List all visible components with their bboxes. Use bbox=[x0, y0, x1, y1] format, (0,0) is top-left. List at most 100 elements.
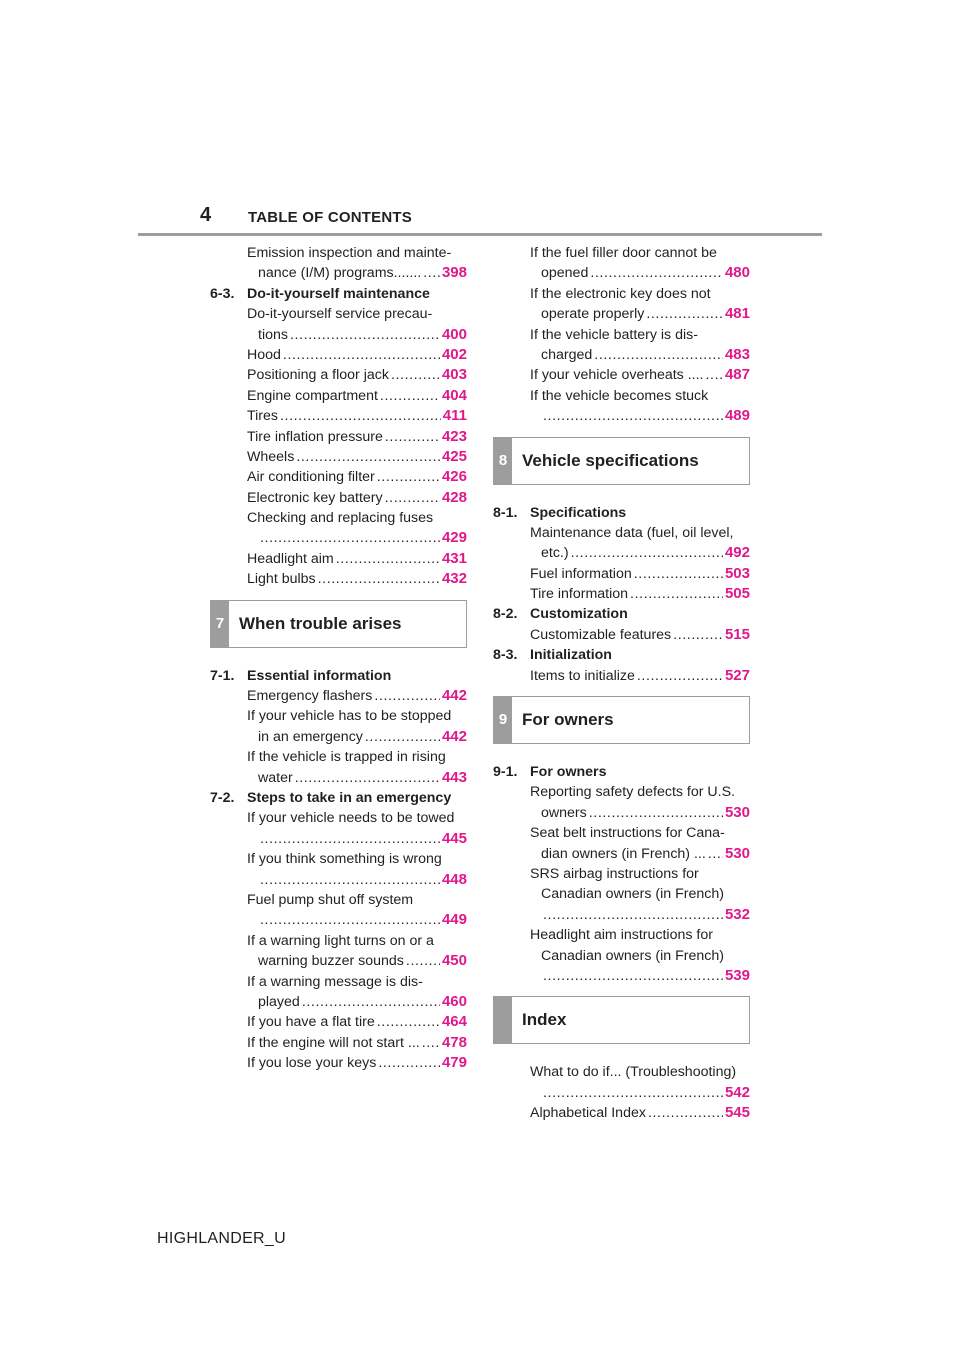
toc-entry[interactable]: Light bulbs432 bbox=[210, 569, 467, 589]
toc-entry-row[interactable]: Alphabetical Index545 bbox=[530, 1103, 750, 1123]
toc-entry[interactable]: Maintenance data (fuel, oil level,etc.)4… bbox=[493, 523, 750, 564]
toc-entry-row[interactable]: 449 bbox=[258, 910, 467, 930]
toc-entry-row[interactable]: Fuel information503 bbox=[530, 564, 750, 584]
toc-entry-row[interactable]: water443 bbox=[258, 768, 467, 788]
toc-entry-row[interactable]: Engine compartment404 bbox=[247, 386, 467, 406]
toc-entry[interactable]: Emergency flashers442 bbox=[210, 686, 467, 706]
toc-entry-row[interactable]: Electronic key battery428 bbox=[247, 488, 467, 508]
toc-entry[interactable]: If the engine will not start ...478 bbox=[210, 1033, 467, 1053]
page-link[interactable]: 428 bbox=[441, 488, 467, 506]
toc-entry[interactable]: What to do if... (Troubleshooting)542 bbox=[493, 1062, 750, 1103]
toc-entry-row[interactable]: 445 bbox=[258, 829, 467, 849]
page-link[interactable]: 402 bbox=[441, 345, 467, 363]
toc-entry-row[interactable]: If you have a flat tire464 bbox=[247, 1012, 467, 1032]
toc-entry-row[interactable]: Customizable features515 bbox=[530, 625, 750, 645]
toc-entry-row[interactable]: 448 bbox=[258, 870, 467, 890]
toc-entry-row[interactable]: nance (I/M) programs.......398 bbox=[258, 263, 467, 283]
page-link[interactable]: 429 bbox=[441, 529, 467, 547]
toc-entry-row[interactable]: Air conditioning filter426 bbox=[247, 467, 467, 487]
toc-entry[interactable]: Positioning a floor jack403 bbox=[210, 365, 467, 385]
toc-entry[interactable]: Wheels425 bbox=[210, 447, 467, 467]
toc-entry-row[interactable]: Tire information505 bbox=[530, 584, 750, 604]
toc-entry-row[interactable]: 429 bbox=[258, 528, 467, 548]
toc-entry-row[interactable]: Tire inflation pressure423 bbox=[247, 427, 467, 447]
page-link[interactable]: 448 bbox=[441, 870, 467, 888]
toc-entry-row[interactable]: 542 bbox=[541, 1083, 750, 1103]
page-link[interactable]: 404 bbox=[441, 386, 467, 404]
toc-entry-row[interactable]: tions400 bbox=[258, 325, 467, 345]
toc-entry[interactable]: If you think something is wrong448 bbox=[210, 849, 467, 890]
toc-entry-row[interactable]: dian owners (in French) ...530 bbox=[541, 844, 750, 864]
page-link[interactable]: 400 bbox=[441, 325, 467, 343]
toc-entry[interactable]: If you have a flat tire464 bbox=[210, 1012, 467, 1032]
toc-entry-row[interactable]: Hood402 bbox=[247, 345, 467, 365]
page-link[interactable]: 443 bbox=[441, 768, 467, 786]
page-link[interactable]: 530 bbox=[724, 844, 750, 862]
toc-entry-row[interactable]: If you lose your keys479 bbox=[247, 1053, 467, 1073]
toc-entry-row[interactable]: Emergency flashers442 bbox=[247, 686, 467, 706]
toc-entry[interactable]: Engine compartment404 bbox=[210, 386, 467, 406]
toc-entry[interactable]: Hood402 bbox=[210, 345, 467, 365]
toc-entry[interactable]: Seat belt instructions for Cana-dian own… bbox=[493, 823, 750, 864]
page-link[interactable]: 481 bbox=[724, 305, 750, 323]
toc-entry[interactable]: Headlight aim431 bbox=[210, 549, 467, 569]
toc-entry-row[interactable]: owners530 bbox=[541, 803, 750, 823]
toc-entry[interactable]: Alphabetical Index545 bbox=[493, 1103, 750, 1123]
toc-entry[interactable]: If your vehicle needs to be towed445 bbox=[210, 808, 467, 849]
page-link[interactable]: 403 bbox=[441, 366, 467, 384]
toc-entry-row[interactable]: played460 bbox=[258, 992, 467, 1012]
toc-entry-row[interactable]: in an emergency442 bbox=[258, 727, 467, 747]
page-link[interactable]: 425 bbox=[441, 447, 467, 465]
toc-entry[interactable]: Tire information505 bbox=[493, 584, 750, 604]
toc-entry-row[interactable]: If your vehicle overheats ....487 bbox=[530, 365, 750, 385]
toc-entry[interactable]: Items to initialize527 bbox=[493, 666, 750, 686]
toc-entry-row[interactable]: Positioning a floor jack403 bbox=[247, 365, 467, 385]
toc-entry[interactable]: Customizable features515 bbox=[493, 625, 750, 645]
toc-entry-row[interactable]: Light bulbs432 bbox=[247, 569, 467, 589]
toc-entry-row[interactable]: Tires411 bbox=[247, 406, 467, 426]
page-link[interactable]: 423 bbox=[441, 427, 467, 445]
page-link[interactable]: 539 bbox=[724, 966, 750, 984]
toc-entry-row[interactable]: Items to initialize527 bbox=[530, 666, 750, 686]
page-link[interactable]: 530 bbox=[724, 803, 750, 821]
page-link[interactable]: 505 bbox=[724, 585, 750, 603]
page-link[interactable]: 411 bbox=[442, 407, 467, 425]
toc-entry[interactable]: Tires411 bbox=[210, 406, 467, 426]
page-link[interactable]: 450 bbox=[441, 952, 467, 970]
page-link[interactable]: 445 bbox=[441, 829, 467, 847]
toc-entry-row[interactable]: Headlight aim431 bbox=[247, 549, 467, 569]
toc-entry[interactable]: If a warning message is dis-played460 bbox=[210, 972, 467, 1013]
page-link[interactable]: 479 bbox=[441, 1054, 467, 1072]
page-link[interactable]: 483 bbox=[724, 345, 750, 363]
toc-entry-row[interactable]: etc.)492 bbox=[541, 543, 750, 563]
page-link[interactable]: 492 bbox=[724, 544, 750, 562]
page-link[interactable]: 515 bbox=[724, 625, 750, 643]
toc-entry[interactable]: Fuel pump shut off system449 bbox=[210, 890, 467, 931]
toc-entry-row[interactable]: 532 bbox=[541, 905, 750, 925]
toc-entry[interactable]: Do-it-yourself service precau-tions400 bbox=[210, 304, 467, 345]
toc-entry[interactable]: Checking and replacing fuses429 bbox=[210, 508, 467, 549]
page-link[interactable]: 442 bbox=[441, 687, 467, 705]
page-link[interactable]: 489 bbox=[724, 407, 750, 425]
page-link[interactable]: 487 bbox=[724, 366, 750, 384]
toc-entry-row[interactable]: If the engine will not start ...478 bbox=[247, 1033, 467, 1053]
page-link[interactable]: 460 bbox=[441, 992, 467, 1010]
toc-entry[interactable]: Electronic key battery428 bbox=[210, 488, 467, 508]
page-link[interactable]: 480 bbox=[724, 264, 750, 282]
toc-entry[interactable]: If you lose your keys479 bbox=[210, 1053, 467, 1073]
page-link[interactable]: 545 bbox=[724, 1104, 750, 1122]
page-link[interactable]: 432 bbox=[441, 570, 467, 588]
page-link[interactable]: 431 bbox=[441, 549, 467, 567]
page-link[interactable]: 398 bbox=[441, 264, 467, 282]
page-link[interactable]: 478 bbox=[441, 1033, 467, 1051]
toc-entry[interactable]: Air conditioning filter426 bbox=[210, 467, 467, 487]
toc-entry-row[interactable]: 489 bbox=[541, 406, 750, 426]
toc-entry-row[interactable]: Wheels425 bbox=[247, 447, 467, 467]
page-link[interactable]: 542 bbox=[724, 1083, 750, 1101]
page-link[interactable]: 464 bbox=[441, 1013, 467, 1031]
